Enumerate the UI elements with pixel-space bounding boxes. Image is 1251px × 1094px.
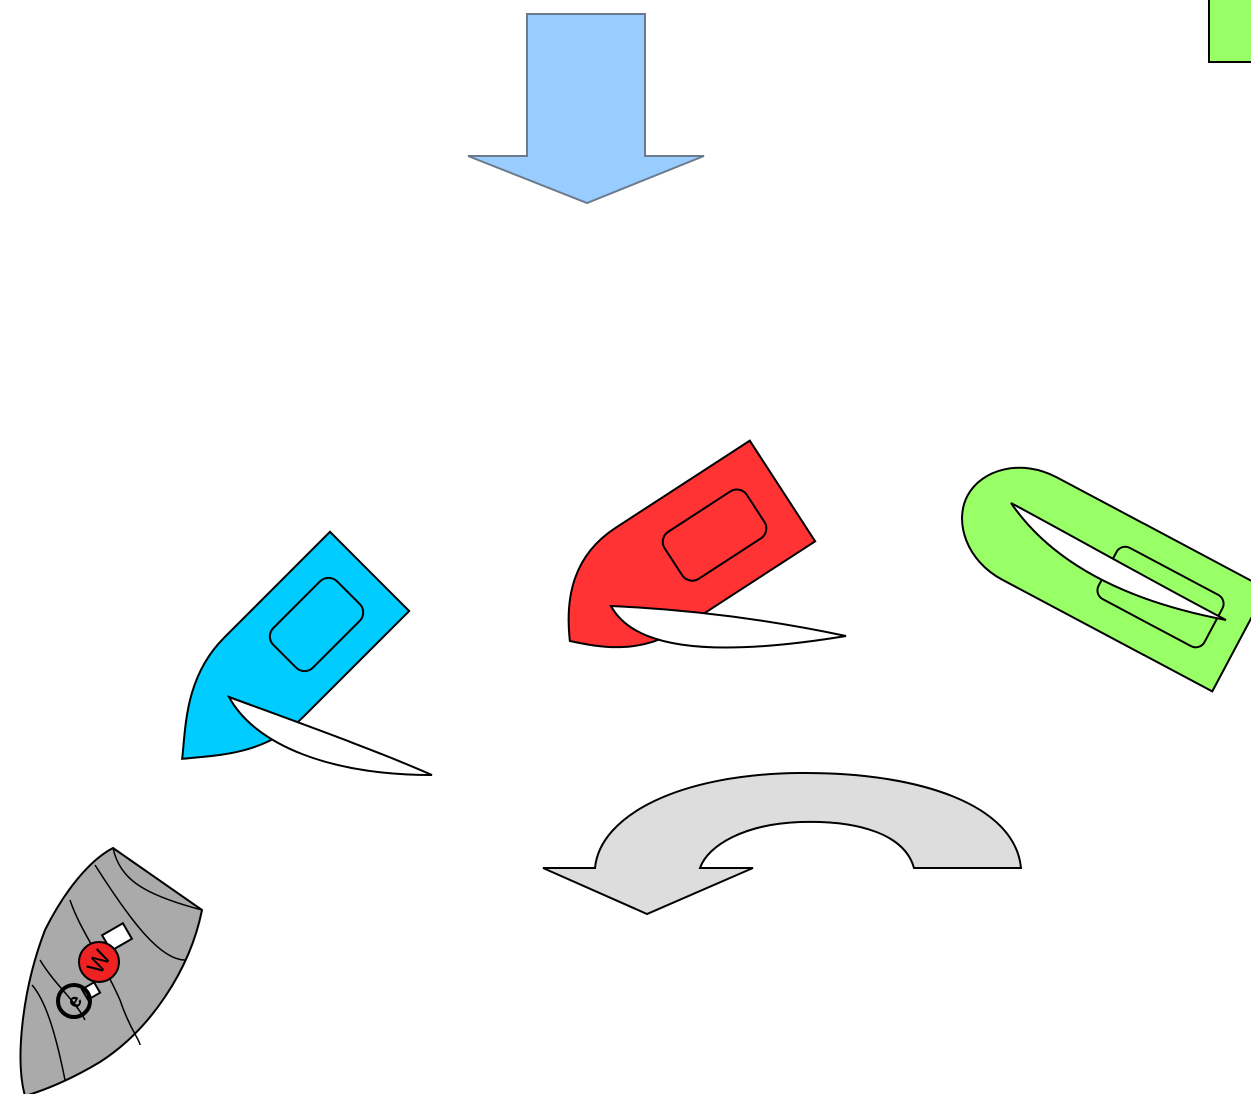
boat-grey: W e [21,848,202,1094]
turn-arrow-icon [543,773,1021,914]
boat-red [532,441,815,683]
corner-marker [1209,0,1251,62]
wind-arrow-icon [468,14,704,203]
